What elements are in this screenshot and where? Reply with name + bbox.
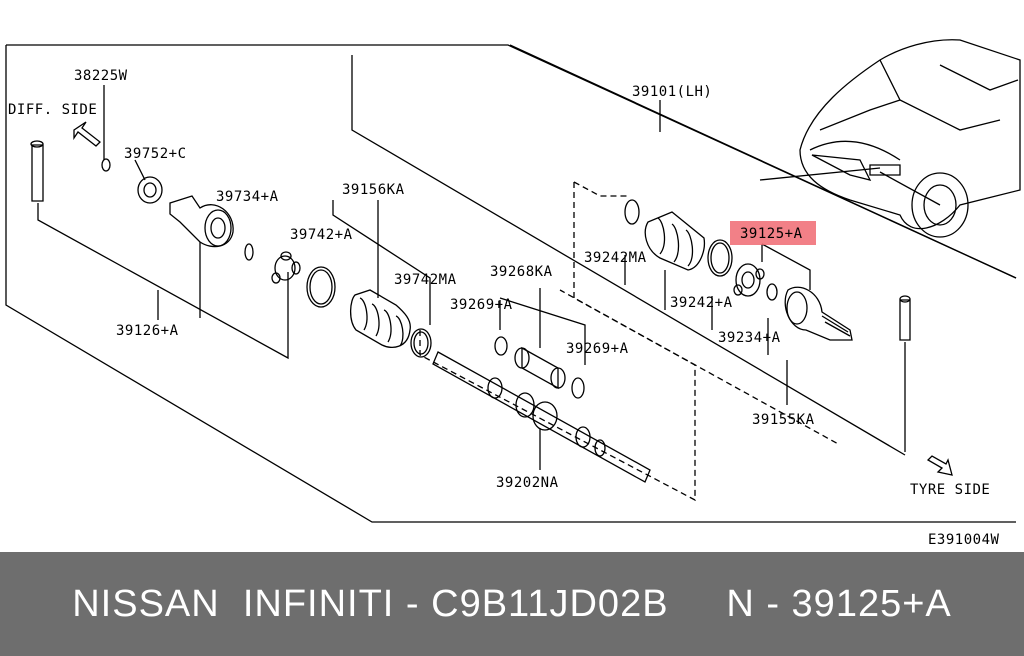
label-39752c: 39752+C: [124, 146, 187, 162]
boot-band-39742ma: [411, 329, 431, 357]
label-39202na: 39202NA: [496, 475, 559, 491]
clip-39269a-left: [495, 337, 507, 355]
shaft-39202na: [433, 352, 650, 482]
caption-bar: NISSAN INFINITI - C9B11JD02B N - 39125+A: [0, 552, 1024, 656]
tripod-spider: [272, 252, 300, 283]
label-38225w: 38225W: [74, 68, 128, 84]
label-ref-code: E391004W: [928, 532, 1000, 548]
label-39125a: 39125+A: [740, 226, 803, 242]
caption-text: NISSAN INFINITI - C9B11JD02B N - 39125+A: [72, 583, 952, 625]
outer-frame-bottom: [6, 45, 1016, 522]
label-39155ka: 39155KA: [752, 412, 815, 428]
tyre-side-arrow: [928, 456, 952, 475]
label-39269a-left: 39269+A: [450, 297, 513, 313]
boot-band-39242ma: [625, 200, 639, 224]
label-39269a-right: 39269+A: [566, 341, 629, 357]
damper-39268ka: [515, 348, 565, 388]
joint-housing-39126a: [170, 196, 233, 247]
right-stud: [900, 300, 910, 340]
label-39156ka: 39156KA: [342, 182, 405, 198]
boot-39156ka: [351, 290, 411, 347]
vehicle-sketch: [760, 40, 1020, 237]
outer-joint: [785, 287, 852, 340]
label-tyre-side: TYRE SIDE: [910, 482, 991, 498]
label-39734a: 39734+A: [216, 189, 279, 205]
diagram-drawing: [0, 0, 1024, 552]
parts-diagram: DIFF. SIDE 38225W 39752+C 39734+A 39126+…: [0, 0, 1024, 552]
label-39268ka: 39268KA: [490, 264, 553, 280]
diff-side-arrow: [74, 122, 100, 146]
label-39101lh: 39101(LH): [632, 84, 713, 100]
highlight-39125a: [730, 221, 816, 245]
label-39126a: 39126+A: [116, 323, 179, 339]
seal-39752c: [138, 177, 162, 203]
label-39242ma: 39242MA: [584, 250, 647, 266]
boot-band-39125a: [708, 240, 732, 276]
inner-frame: [352, 55, 905, 455]
label-39234a: 39234+A: [718, 330, 781, 346]
boot-band-39742a: [307, 267, 335, 307]
bearing-cage-39234a: [734, 264, 764, 296]
label-diff-side: DIFF. SIDE: [8, 102, 98, 118]
left-stud: [32, 145, 43, 201]
circlip-38225w: [102, 159, 110, 171]
label-39742a: 39742+A: [290, 227, 353, 243]
snap-ring-39734a: [245, 244, 253, 260]
label-39242a: 39242+A: [670, 295, 733, 311]
label-39742ma: 39742MA: [394, 272, 457, 288]
clip-39269a-right: [572, 378, 584, 398]
boot-39155ka: [645, 212, 704, 270]
